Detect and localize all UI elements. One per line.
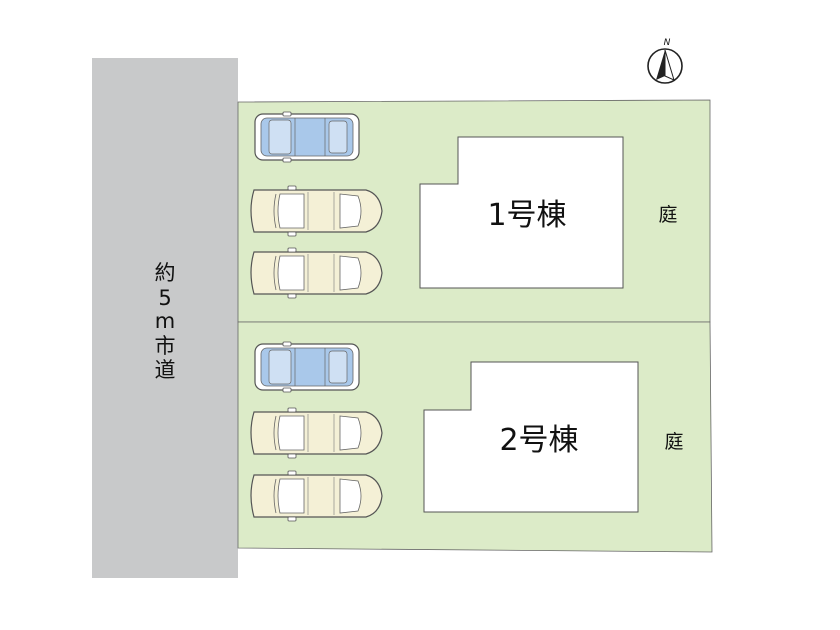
road-label-char: 約 <box>155 261 176 285</box>
garden-1-label: 庭 <box>658 204 677 226</box>
parked-car-sedan-icon <box>250 185 383 237</box>
road-label: 約 5 m 市 道 <box>155 261 176 382</box>
road-label-char: m <box>155 309 175 333</box>
compass-north-label: N <box>664 38 671 48</box>
parked-car-compact-icon <box>254 111 360 163</box>
road-label-char: 5 <box>158 286 171 310</box>
parked-car-sedan-icon <box>250 247 383 299</box>
parked-car-compact-icon <box>254 341 360 393</box>
building-1-label: 1号棟 <box>487 198 566 233</box>
road <box>92 58 238 578</box>
road-label-char: 市 <box>155 334 176 358</box>
building-2-label: 2号棟 <box>499 423 578 458</box>
road-label-char: 道 <box>155 358 176 382</box>
parked-car-sedan-icon <box>250 407 383 459</box>
building-1 <box>419 136 624 289</box>
parked-car-sedan-icon <box>250 470 383 522</box>
garden-2-label: 庭 <box>664 431 683 453</box>
compass-icon: N <box>647 38 683 84</box>
building-2 <box>423 361 639 513</box>
